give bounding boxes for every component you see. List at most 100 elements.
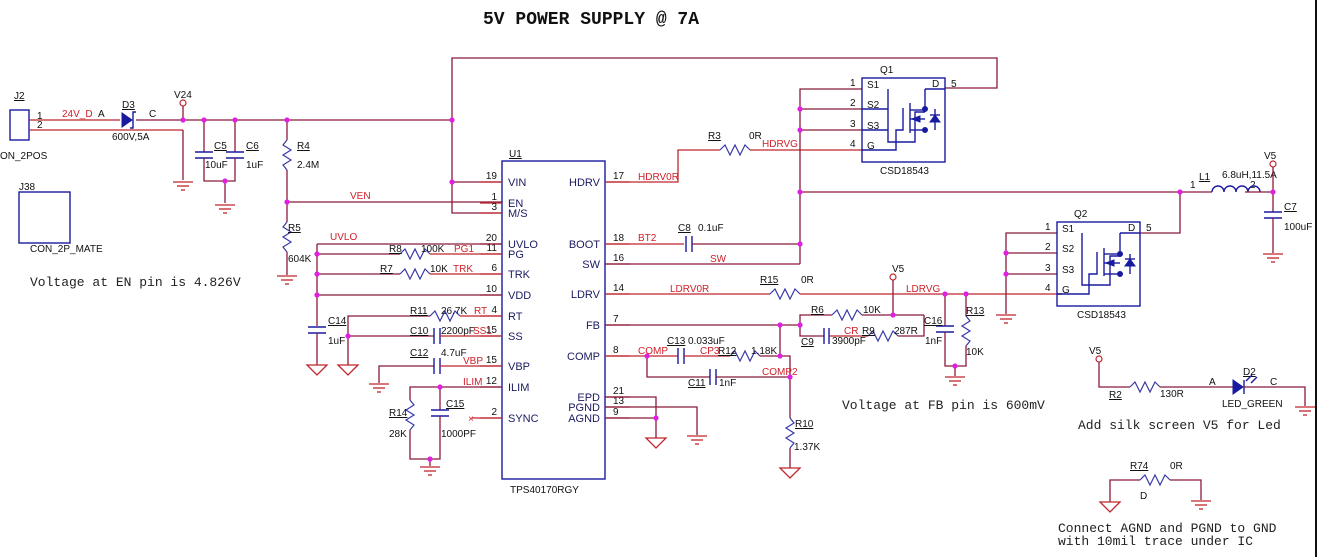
r74-ref: R74 bbox=[1130, 461, 1149, 472]
junction-dot bbox=[942, 291, 948, 297]
resistor-r8[interactable]: R8 100K bbox=[389, 244, 445, 261]
junction-dot bbox=[1177, 189, 1183, 195]
page-title: 5V POWER SUPPLY @ 7A bbox=[483, 10, 699, 30]
c5-ref: C5 bbox=[214, 141, 227, 152]
c8-ref: C8 bbox=[678, 223, 691, 234]
capacitor-c6[interactable]: C6 1uF bbox=[226, 141, 263, 171]
resistor-r9[interactable]: R9 287R bbox=[862, 326, 918, 343]
capacitor-c10[interactable]: C10 2200pF bbox=[410, 326, 475, 344]
resistor-r74[interactable]: R74 0R D bbox=[1130, 461, 1183, 502]
ground-symbol bbox=[276, 275, 298, 285]
resistor-r13[interactable]: R13 10K bbox=[960, 306, 985, 358]
r5-ref: R5 bbox=[288, 223, 301, 234]
ground-symbol bbox=[1099, 501, 1121, 513]
ic-u1[interactable]: U1 TPS40170RGY bbox=[501, 149, 606, 496]
capacitor-c16[interactable]: C16 1nF bbox=[924, 316, 954, 347]
connector-j38[interactable]: J38 CON_2P_MATE bbox=[18, 182, 103, 255]
pin-name: COMP bbox=[567, 351, 600, 363]
r4-ref: R4 bbox=[297, 141, 310, 152]
pin-name: VIN bbox=[508, 177, 526, 189]
r2-ref: R2 bbox=[1109, 390, 1122, 401]
capacitor-c14[interactable]: C14 1uF bbox=[308, 316, 347, 347]
q2-drain-label: D bbox=[1128, 223, 1135, 234]
capacitor-c11[interactable]: C11 1nF bbox=[688, 369, 736, 389]
capacitor-c5[interactable]: C5 10uF bbox=[195, 141, 228, 171]
r11-value: 26.7K bbox=[441, 306, 467, 317]
pin-number: 2 bbox=[1045, 242, 1051, 253]
pin-name: AGND bbox=[568, 413, 600, 425]
net-comp2: COMP2 bbox=[762, 367, 798, 378]
led-d2[interactable]: A D2 C LED_GREEN bbox=[1209, 367, 1283, 410]
resistor-r2[interactable]: R2 130R bbox=[1109, 380, 1184, 401]
testpoint-v5-out[interactable] bbox=[1269, 160, 1277, 168]
pin-name: FB bbox=[586, 320, 600, 332]
capacitor-c7[interactable]: C7 100uF bbox=[1264, 202, 1312, 233]
pin-name: G bbox=[1062, 285, 1070, 296]
resistor-r5[interactable]: R5 604K bbox=[281, 221, 312, 265]
resistor-r7[interactable]: R7 10K bbox=[380, 264, 448, 281]
j2-pin1: 1 bbox=[37, 111, 43, 122]
pin-number: 1 bbox=[850, 78, 856, 89]
c13-ref: C13 bbox=[667, 336, 686, 347]
testpoint-v5-fb[interactable] bbox=[889, 273, 897, 281]
note-silk-screen: Add silk screen V5 for Led bbox=[1078, 418, 1281, 433]
net-ss1: SS1 bbox=[473, 326, 492, 337]
pin-name: EPD bbox=[577, 392, 600, 404]
junction-dot bbox=[232, 117, 238, 123]
resistor-r12[interactable]: R12 1.18K bbox=[718, 346, 777, 363]
net-rt: RT bbox=[474, 306, 487, 317]
junction-dot bbox=[1003, 250, 1009, 256]
q1-part: CSD18543 bbox=[880, 166, 929, 177]
pin-number: 9 bbox=[613, 407, 619, 418]
junction-dot bbox=[797, 106, 803, 112]
r9-value: 287R bbox=[894, 326, 918, 337]
r7-value: 10K bbox=[430, 264, 448, 275]
r10-value: 1.37K bbox=[794, 442, 820, 453]
resistor-r14[interactable]: R14 28K bbox=[389, 399, 416, 440]
net-pg1: PG1 bbox=[454, 244, 474, 255]
resistor-r11[interactable]: R11 26.7K bbox=[410, 306, 467, 323]
pin-name: VBP bbox=[508, 361, 530, 373]
r11-ref: R11 bbox=[410, 306, 428, 317]
mosfet-q1[interactable]: Q1 CSD18543 D 5 bbox=[861, 65, 957, 177]
inductor-l1[interactable]: L1 6.8uH,11.5A 1 2 bbox=[1190, 170, 1277, 193]
testpoint-v24[interactable] bbox=[179, 99, 187, 107]
pin-number: 3 bbox=[491, 202, 497, 213]
testpoint-v5-led[interactable] bbox=[1095, 355, 1103, 363]
connector-j2[interactable]: J2 1 2 ON_2POS bbox=[0, 91, 48, 162]
c14-ref: C14 bbox=[328, 316, 347, 327]
capacitor-c12[interactable]: C12 4.7uF bbox=[410, 348, 467, 374]
resistor-r15[interactable]: R15 0R bbox=[760, 275, 814, 301]
pin-name: LDRV bbox=[571, 289, 601, 301]
testpoint-v5-fb-label: V5 bbox=[892, 264, 905, 275]
pin-number: 7 bbox=[613, 314, 619, 325]
pin-number: 16 bbox=[613, 253, 625, 264]
r12-value: 1.18K bbox=[751, 346, 777, 357]
mosfet-q2[interactable]: Q2 CSD18543 D 5 bbox=[1056, 209, 1152, 321]
r10-ref: R10 bbox=[795, 419, 814, 430]
net-comp: COMP bbox=[638, 346, 668, 357]
pin-number: 4 bbox=[850, 139, 856, 150]
pin-number: 14 bbox=[613, 283, 625, 294]
resistor-r6[interactable]: R6 10K bbox=[811, 305, 881, 322]
pin-number: 8 bbox=[613, 345, 619, 356]
resistor-r3[interactable]: R3 0R bbox=[708, 131, 762, 157]
diode-d3[interactable]: A D3 C 600V,5A bbox=[98, 100, 156, 143]
c10-value: 2200pF bbox=[441, 326, 475, 337]
resistor-r10[interactable]: R10 1.37K bbox=[784, 417, 820, 453]
junction-dot bbox=[1270, 189, 1276, 195]
resistor-r4[interactable]: R4 2.4M bbox=[281, 139, 319, 171]
capacitor-c8[interactable]: C8 0.1uF bbox=[678, 223, 724, 252]
net-24v-d: 24V_D bbox=[62, 109, 93, 120]
